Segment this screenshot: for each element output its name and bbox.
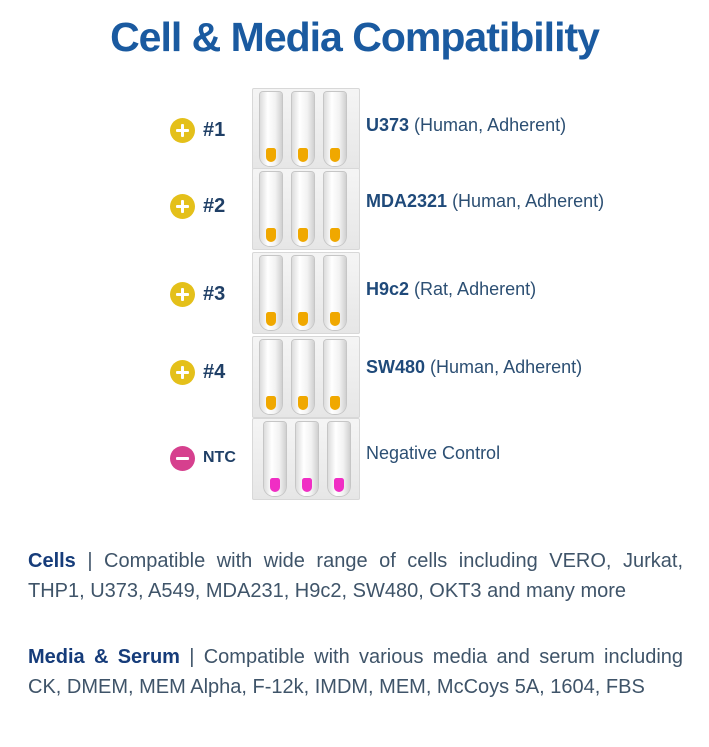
tube: [324, 256, 346, 330]
minus-circle-icon: [170, 445, 195, 471]
tube-liquid: [270, 478, 280, 492]
tube-liquid: [298, 396, 308, 410]
cell-line-detail: (Rat, Adherent): [414, 279, 537, 299]
sample-row-3: #3 H9c2 (Rat, Adherent): [0, 279, 709, 359]
tube-liquid: [298, 312, 308, 326]
cells-text: | Compatible with wide range of cells in…: [28, 550, 683, 602]
sample-badge: #2: [170, 191, 225, 221]
sample-row-1: #1 U373 (Human, Adherent): [0, 115, 709, 195]
media-heading: Media & Serum: [28, 646, 180, 668]
plus-circle-icon: [170, 117, 195, 143]
sample-badge-label: #3: [203, 282, 226, 305]
tube: [296, 422, 318, 496]
sample-badge-label: NTC: [203, 449, 236, 466]
cell-line-detail: (Human, Adherent): [414, 115, 567, 135]
cells-heading: Cells: [28, 550, 76, 572]
tube-liquid: [266, 312, 276, 326]
tube-liquid: [298, 148, 308, 162]
cell-line-detail: (Human, Adherent): [430, 357, 583, 377]
tube: [260, 92, 282, 166]
cell-line-detail: Negative Control: [366, 443, 501, 463]
tube: [260, 172, 282, 246]
sample-badge-label: #4: [203, 360, 226, 383]
sample-label: U373 (Human, Adherent): [366, 115, 566, 136]
tube-liquid: [266, 396, 276, 410]
sample-label: Negative Control: [366, 443, 500, 464]
sample-badge-label: #1: [203, 118, 226, 141]
tube: [292, 256, 314, 330]
media-text: | Compatible with various media and seru…: [28, 646, 684, 698]
sample-label: SW480 (Human, Adherent): [366, 357, 582, 378]
tube-strip: [252, 252, 360, 334]
tube: [324, 172, 346, 246]
tube-liquid: [330, 396, 340, 410]
tube: [292, 92, 314, 166]
cell-line-name: U373: [366, 115, 410, 135]
sample-label: H9c2 (Rat, Adherent): [366, 279, 536, 300]
tube-liquid: [266, 148, 276, 162]
tube-liquid: [330, 312, 340, 326]
sample-row-4: #4 SW480 (Human, Adherent): [0, 357, 709, 437]
cell-line-name: MDA2321: [366, 191, 448, 211]
tube-liquid: [330, 148, 340, 162]
tube-strip: [252, 88, 360, 170]
tube-liquid: [298, 228, 308, 242]
sample-label: MDA2321 (Human, Adherent): [366, 191, 604, 212]
tube: [260, 256, 282, 330]
tube: [328, 422, 350, 496]
media-paragraph: Media & Serum | Compatible with various …: [28, 642, 683, 702]
tube-strip: [252, 336, 360, 418]
cells-paragraph: Cells | Compatible with wide range of ce…: [28, 546, 683, 606]
cell-line-detail: (Human, Adherent): [452, 191, 605, 211]
tube-liquid: [302, 478, 312, 492]
sample-badge: NTC: [170, 443, 236, 473]
tube: [324, 340, 346, 414]
tube: [292, 172, 314, 246]
page-title: Cell & Media Compatibility: [110, 14, 600, 60]
tube-liquid: [334, 478, 344, 492]
sample-badge: #3: [170, 279, 225, 309]
tube: [324, 92, 346, 166]
tube-strip: [252, 418, 360, 500]
tube-strip: [252, 168, 360, 250]
tube: [260, 340, 282, 414]
sample-row-2: #2 MDA2321 (Human, Adherent): [0, 191, 709, 271]
plus-circle-icon: [170, 281, 195, 307]
tube: [264, 422, 286, 496]
tube-liquid: [330, 228, 340, 242]
cell-line-name: SW480: [366, 357, 426, 377]
plus-circle-icon: [170, 359, 195, 385]
sample-row-ntc: NTC Negative Control: [0, 443, 709, 523]
sample-badge-label: #2: [203, 194, 226, 217]
sample-badge: #1: [170, 115, 225, 145]
tube: [292, 340, 314, 414]
plus-circle-icon: [170, 193, 195, 219]
tube-liquid: [266, 228, 276, 242]
cell-line-name: H9c2: [366, 279, 410, 299]
sample-badge: #4: [170, 357, 225, 387]
